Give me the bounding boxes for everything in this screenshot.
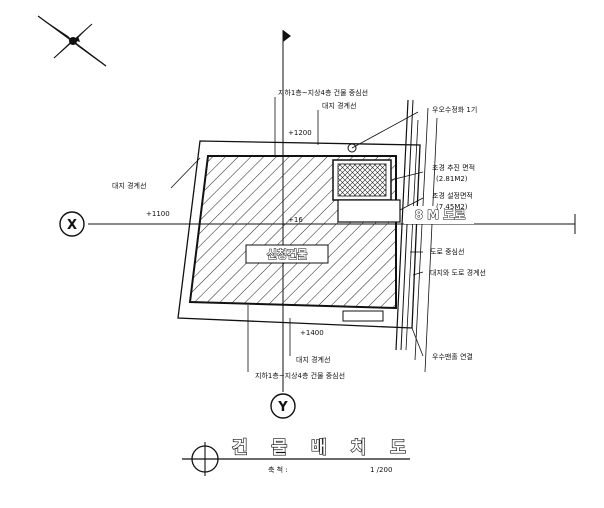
annotation-area-a-value: (2.81M2) [436,175,468,183]
annotation-area-b-value: (7.45M2) [436,203,468,211]
annotation-area-b: 조경 설정면적 [432,191,473,200]
drawing-title: 건 물 배 치 도 [232,438,415,458]
annotation-top-boundary: 대지 경계선 [322,101,356,110]
scale-value: 1 /200 [370,466,392,474]
annotation-leaders [170,97,424,372]
manhole-feature [342,310,384,322]
offset-left: +1100 [146,210,170,218]
annotation-left-boundary: 대지 경계선 [112,181,146,190]
annotation-bottom-boundary: 대지 경계선 [296,355,330,364]
road-label-box [404,206,474,224]
north-arrow-icon [37,15,107,67]
annotation-road-center: 도로 중심선 [430,247,464,256]
y-axis-marker-icon [270,393,296,419]
annotation-sewer: 우오수정화 1기 [432,105,477,114]
x-axis-label: X [67,218,77,233]
annotation-rain-pipe: 우수맨홀 연결 [432,352,473,361]
road-lines [395,99,438,373]
annotation-area-a: 조경 추진 면적 [432,163,475,172]
offset-top: +1200 [288,129,312,137]
building-label-box [245,244,329,264]
road-label: 8 M 도로 [415,208,466,222]
offset-mid: +16 [288,216,303,224]
landscape-area-a-pattern [337,163,387,197]
offset-bottom: +1400 [300,329,324,337]
annotation-top-centerline: 지하1층~지상4층 건물 중심선 [278,88,368,97]
scale-label: 축 척 : [268,465,288,474]
landscape-area-b [337,199,401,223]
x-axis-marker-icon [59,211,85,237]
y-axis-label: Y [277,400,288,415]
annotation-bottom-centerline: 지하1층~지상4층 건물 중심선 [255,371,345,380]
building-label: 신청건물 [267,247,307,261]
title-block: 건 물 배 치 도 축 척 : 1 /200 [182,437,415,476]
annotation-road-boundary: 대지와 도로 경계선 [430,268,486,277]
